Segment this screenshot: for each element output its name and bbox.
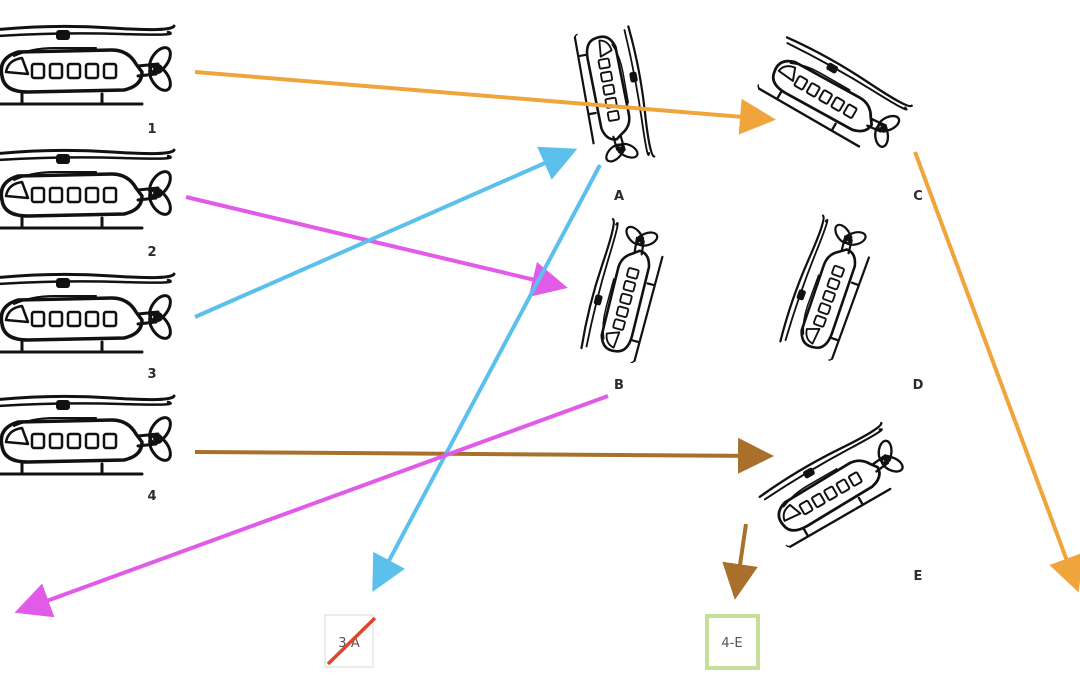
- answer-box-4e: 4-E: [705, 614, 760, 670]
- arrow-3-to-a: [194, 146, 578, 319]
- helicopter-2: [0, 148, 177, 230]
- arrow-e-to-answer: [722, 523, 758, 600]
- answer-text-4e: 4-E: [721, 636, 742, 651]
- helicopter-e: [755, 421, 914, 550]
- label-3: 3: [147, 367, 156, 382]
- answer-box-3a: 3-A: [324, 614, 377, 668]
- helicopter-1: [0, 24, 177, 106]
- helicopter-c: [755, 32, 914, 161]
- label-e: E: [914, 569, 923, 584]
- arrow-c-to-offscreen: [913, 151, 1080, 593]
- arrow-4-to-e: [194, 437, 774, 474]
- label-1: 1: [147, 122, 156, 137]
- label-d: D: [913, 378, 924, 393]
- helicopter-a: [573, 23, 656, 169]
- arrow-2-to-b: [185, 195, 568, 298]
- label-c: C: [913, 189, 923, 204]
- label-2: 2: [147, 245, 156, 260]
- label-b: B: [614, 378, 624, 393]
- helicopter-3: [0, 272, 177, 354]
- label-a: A: [614, 189, 624, 204]
- helicopter-d: [775, 213, 879, 363]
- helicopter-4: [0, 394, 177, 476]
- label-4: 4: [147, 489, 156, 504]
- wrong-strike-mark: [326, 616, 377, 666]
- arrow-1-to-c: [194, 70, 776, 135]
- helicopter-b: [576, 217, 670, 365]
- arrow-b-to-offscreen: [14, 394, 609, 618]
- arrow-a-to-answer: [372, 164, 602, 593]
